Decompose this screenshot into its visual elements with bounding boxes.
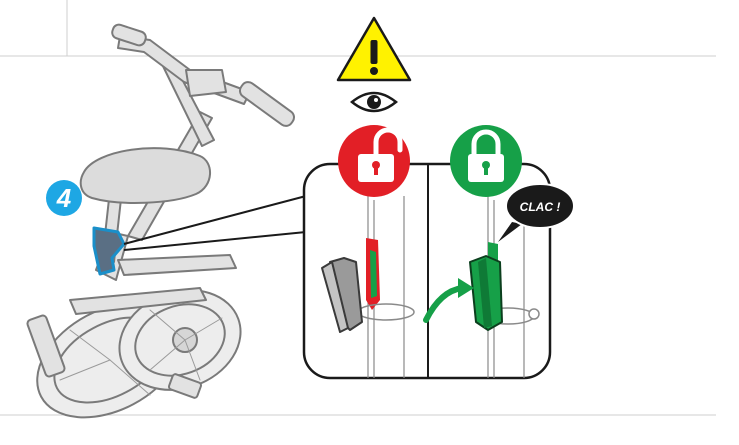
clac-sound-label: CLAC !	[520, 200, 561, 214]
folded-bike-illustration	[18, 23, 297, 441]
warning-triangle-icon	[338, 18, 410, 80]
eye-icon	[352, 93, 396, 111]
saddle	[81, 148, 210, 203]
step-number: 4	[56, 183, 72, 213]
closed-padlock-icon	[450, 125, 522, 197]
open-padlock-icon	[338, 125, 410, 197]
step-badge: 4	[46, 180, 82, 216]
